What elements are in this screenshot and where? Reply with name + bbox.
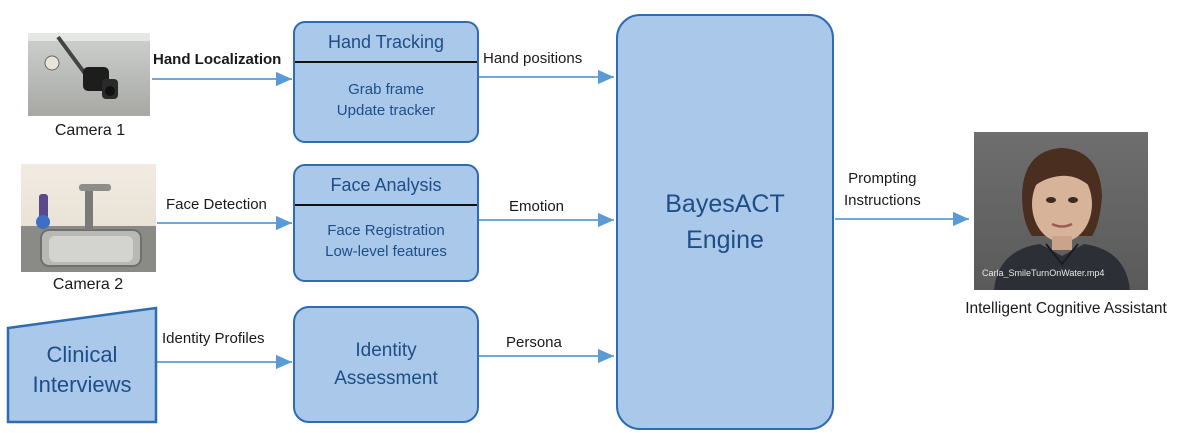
camera1-caption: Camera 1	[54, 122, 126, 139]
hand-tracking-title: Hand Tracking	[295, 23, 477, 63]
engine-line1: BayesACT	[665, 190, 785, 218]
prompting-line1: Prompting	[848, 170, 917, 187]
assistant-avatar-image: Carla_SmileTurnOnWater.mp4	[974, 132, 1148, 290]
edge-label-hand-positions: Hand positions	[483, 50, 583, 67]
identity-assessment-box: Identity Assessment	[293, 306, 479, 423]
assistant-caption: Intelligent Cognitive Assistant	[965, 300, 1167, 317]
identity-assessment-label: Identity Assessment	[295, 308, 477, 421]
clinical-label-line2: Interviews	[32, 372, 132, 397]
edge-label-identity-profiles: Identity Profiles	[162, 330, 265, 347]
face-analysis-body: Face Registration Low-level features	[295, 206, 477, 276]
camera2-caption: Camera 2	[52, 276, 124, 293]
identity-assessment-line2: Assessment	[334, 367, 438, 389]
edge-label-persona: Persona	[506, 334, 562, 351]
assistant-video-label: Carla_SmileTurnOnWater.mp4	[982, 268, 1105, 278]
edge-label-face-detection: Face Detection	[166, 196, 267, 213]
clinical-interviews-label: Clinical Interviews	[8, 340, 156, 400]
camera1-photo	[28, 33, 150, 116]
camera2-photo	[21, 164, 156, 272]
face-analysis-line1: Face Registration	[327, 222, 445, 239]
clinical-label-line1: Clinical	[46, 342, 118, 367]
identity-assessment-line1: Identity	[355, 339, 417, 361]
prompting-line2: Instructions	[844, 192, 921, 209]
face-analysis-box: Face Analysis Face Registration Low-leve…	[293, 164, 479, 282]
face-analysis-title: Face Analysis	[295, 166, 477, 206]
face-analysis-line2: Low-level features	[325, 243, 447, 260]
edge-label-hand-localization: Hand Localization	[153, 51, 282, 68]
hand-tracking-line2: Update tracker	[336, 102, 436, 119]
engine-line2: Engine	[686, 226, 764, 254]
hand-tracking-box: Hand Tracking Grab frame Update tracker	[293, 21, 479, 143]
edge-label-prompting-instructions: Prompting Instructions	[844, 168, 921, 212]
bayesact-engine-box: BayesACT Engine	[616, 14, 834, 430]
clinical-interviews-shape	[6, 306, 158, 424]
hand-tracking-line1: Grab frame	[348, 81, 424, 98]
hand-tracking-body: Grab frame Update tracker	[295, 63, 477, 137]
edge-label-emotion: Emotion	[509, 198, 565, 215]
